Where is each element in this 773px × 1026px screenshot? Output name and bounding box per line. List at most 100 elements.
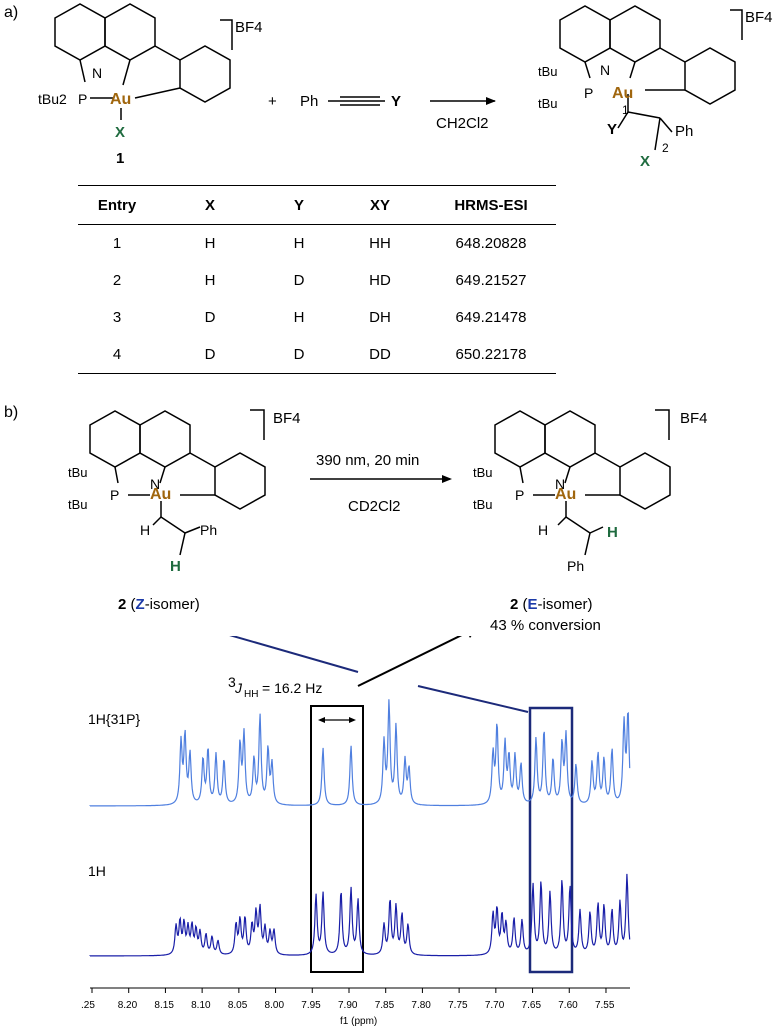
header-hrms: HRMS-ESI: [426, 185, 556, 225]
cell-entry: 3: [112, 309, 122, 326]
atom-p-2: P: [584, 85, 593, 101]
axis-tick-label: 7.80: [411, 1000, 431, 1011]
e-atom-h1: H: [538, 522, 548, 538]
e-counter-ion: BF4: [680, 410, 708, 427]
e-isomer-open: (: [522, 596, 528, 613]
axis-tick-label: 8.10: [191, 1000, 211, 1011]
e-isomer-letter: E: [527, 596, 538, 613]
z-atom-ph: Ph: [200, 522, 217, 538]
cell-x: H: [204, 272, 216, 289]
e-isomer-caption: 2 (E-isomer): [510, 596, 593, 613]
header-entry: Entry: [78, 185, 156, 225]
atom-n-1: N: [92, 65, 102, 81]
atom-y-2: Y: [607, 121, 617, 138]
cell-hrms: 649.21478: [455, 309, 527, 326]
axis-tick-label: 8.15: [154, 1000, 174, 1011]
z-atom-h1: H: [140, 522, 150, 538]
results-table: Entry X Y XY HRMS-ESI 1 H H HH 648.20828…: [78, 185, 556, 374]
e-isomer-num: 2: [510, 596, 519, 613]
cell-entry: 1: [112, 235, 122, 252]
e-atom-tbu-a: tBu: [473, 465, 493, 480]
reagent-ph: Ph: [300, 93, 318, 110]
cell-hrms: 649.21527: [455, 272, 527, 289]
table-row: 1 H H HH 648.20828: [78, 225, 556, 263]
cell-entry: 4: [78, 336, 156, 374]
atom-x-2: X: [640, 153, 650, 170]
axis-tick-label: 7.85: [375, 1000, 395, 1011]
axis-tick-label: 8.00: [265, 1000, 285, 1011]
z-isomer-rest: -isomer): [144, 596, 200, 613]
atom-tbu2: tBu2: [38, 91, 67, 107]
cell-hrms: 648.20828: [455, 235, 527, 252]
axis-tick-label: 8.20: [118, 1000, 138, 1011]
z-isomer-caption: 2 (Z-isomer): [118, 596, 200, 613]
trace-bottom-label: 1H: [88, 863, 106, 879]
nmr-spectra: 3 J HH = 16.2 Hz 1H{31P} 1H .25 8.20 8.15 8…: [81, 636, 631, 1026]
counter-ion-2: BF4: [745, 9, 773, 26]
cell-entry: 2: [112, 272, 122, 289]
counter-ion-1: BF4: [235, 19, 263, 36]
e-atom-p: P: [515, 487, 524, 503]
cell-x: H: [204, 235, 216, 252]
cell-xy: HD: [369, 272, 391, 289]
z-counter-ion: BF4: [273, 410, 301, 427]
compound-label-1: 1: [116, 150, 124, 167]
axis-tick-label: 7.75: [448, 1000, 468, 1011]
axis-tick-label: 7.95: [301, 1000, 321, 1011]
z-isomer-num: 2: [118, 596, 127, 613]
z-atom-h2: H: [170, 558, 181, 575]
header-xy: XY: [334, 185, 426, 225]
axis-tick-label: 7.60: [558, 1000, 578, 1011]
conversion-text: 43 % conversion: [490, 617, 601, 634]
axis-tick-label: 7.55: [595, 1000, 615, 1011]
table-header-row: Entry X Y XY HRMS-ESI: [78, 185, 556, 225]
coupling-value: = 16.2 Hz: [262, 680, 322, 696]
carbon-2-label: 2: [662, 141, 669, 155]
coupling-j: J: [234, 680, 243, 696]
cell-y: H: [293, 235, 305, 252]
e-atom-au: Au: [555, 486, 576, 503]
table-row: 4 D D DD 650.22178: [78, 336, 556, 374]
cell-xy: HH: [369, 235, 391, 252]
trace-top-label: 1H{31P}: [88, 711, 140, 727]
axis-tick-label: 8.05: [228, 1000, 248, 1011]
axis-label: f1 (ppm): [340, 1016, 377, 1026]
panel-a-scheme: N Au tBu2 P X BF4 1 + Ph Y CH2Cl2 N Au P…: [38, 3, 773, 185]
cell-x: D: [156, 336, 264, 374]
cell-hrms: 650.22178: [426, 336, 556, 374]
e-atom-tbu-b: tBu: [473, 497, 493, 512]
e-atom-h2: H: [607, 524, 618, 541]
z-isomer-open: (: [130, 596, 136, 613]
conditions-light: 390 nm, 20 min: [316, 452, 419, 469]
header-y: Y: [264, 185, 334, 225]
bottom-trace: [89, 873, 631, 957]
z-atom-tbu-a: tBu: [68, 465, 88, 480]
axis-tick-label: 7.70: [485, 1000, 505, 1011]
cell-x: D: [204, 309, 216, 326]
carbon-1-label: 1: [622, 103, 629, 117]
table-row: 2 H D HD 649.21527: [78, 262, 556, 299]
coupling-sub: HH: [244, 689, 258, 700]
plus-sign: +: [268, 93, 277, 110]
atom-ph-2: Ph: [675, 123, 693, 140]
z-isomer-letter: Z: [135, 596, 145, 613]
coupling-sup: 3: [228, 674, 236, 690]
atom-tbu-a: tBu: [538, 64, 558, 79]
axis-tick-label: 7.65: [522, 1000, 542, 1011]
atom-tbu-b: tBu: [538, 96, 558, 111]
cell-xy: DD: [334, 336, 426, 374]
atom-n-2: N: [600, 62, 610, 78]
cell-y: H: [293, 309, 305, 326]
panel-b-scheme: N Au P tBu tBu H Ph H BF4 390 nm, 20 min…: [68, 409, 708, 575]
e-atom-n: N: [555, 476, 565, 492]
panel-b-label: b): [4, 404, 19, 421]
top-trace: [89, 699, 631, 807]
z-atom-tbu-b: tBu: [68, 497, 88, 512]
table-row: 3 D H DH 649.21478: [78, 299, 556, 336]
reagent-y: Y: [391, 93, 401, 110]
compound-label-2: 2: [624, 183, 632, 185]
z-atom-n: N: [150, 476, 160, 492]
cell-y: D: [264, 336, 334, 374]
z-atom-p: P: [110, 487, 119, 503]
axis-tick-label: .25: [81, 1000, 95, 1011]
